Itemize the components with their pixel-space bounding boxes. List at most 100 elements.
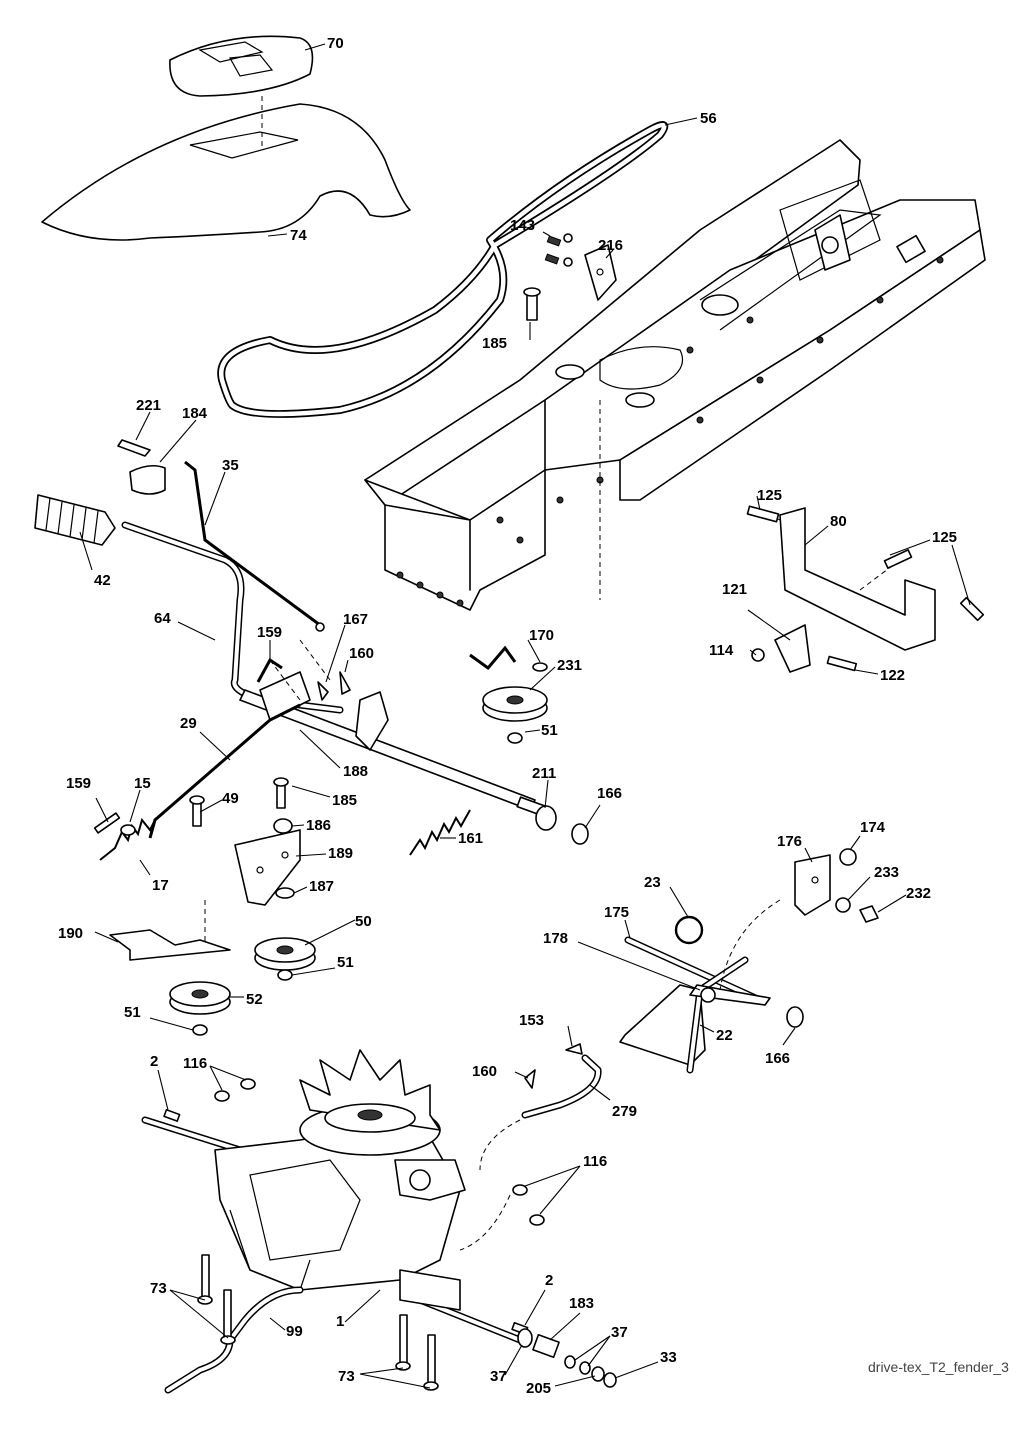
nuts-116-left bbox=[214, 1078, 256, 1102]
nut-51-a bbox=[277, 969, 293, 981]
callout-50: 50 bbox=[355, 913, 372, 930]
callout-170: 170 bbox=[529, 627, 554, 644]
washer-187 bbox=[275, 887, 295, 899]
pulley-50 bbox=[254, 937, 316, 971]
fender bbox=[41, 96, 411, 241]
callout-188: 188 bbox=[343, 763, 368, 780]
callout-35: 35 bbox=[222, 457, 239, 474]
callout-125-right: 125 bbox=[932, 529, 957, 546]
callout-231: 231 bbox=[557, 657, 582, 674]
callout-49: 49 bbox=[222, 790, 239, 807]
callout-189: 189 bbox=[328, 845, 353, 862]
cap-184 bbox=[129, 464, 166, 495]
callout-160-lower: 160 bbox=[472, 1063, 497, 1080]
pedal-grip-42 bbox=[34, 494, 116, 546]
callout-183: 183 bbox=[569, 1295, 594, 1312]
callout-185-mid: 185 bbox=[332, 792, 357, 809]
nut-51-b bbox=[192, 1024, 208, 1036]
callout-184: 184 bbox=[182, 405, 208, 422]
link-rod-35 bbox=[184, 460, 325, 632]
callout-2-left: 2 bbox=[150, 1053, 158, 1070]
callout-233: 233 bbox=[874, 864, 899, 881]
bolt-185-top bbox=[523, 287, 541, 321]
callout-167: 167 bbox=[343, 611, 368, 628]
key-2-left bbox=[163, 1108, 181, 1122]
pedal-arm-22 bbox=[619, 956, 749, 1074]
bracket-80 bbox=[746, 505, 985, 673]
washer-205 bbox=[591, 1366, 605, 1382]
callout-70: 70 bbox=[327, 35, 344, 52]
callout-73-bottom: 73 bbox=[338, 1368, 355, 1385]
callout-51-mid: 51 bbox=[337, 954, 354, 971]
callout-186: 186 bbox=[306, 817, 331, 834]
callout-221: 221 bbox=[136, 397, 161, 414]
callout-56: 56 bbox=[700, 110, 717, 127]
link-29 bbox=[148, 703, 301, 839]
shaft-178 bbox=[689, 984, 771, 1006]
callout-175: 175 bbox=[604, 904, 629, 921]
callout-174: 174 bbox=[860, 819, 886, 836]
bushing-186 bbox=[273, 818, 293, 834]
callout-42: 42 bbox=[94, 572, 111, 589]
nuts-116-right bbox=[512, 1184, 545, 1226]
transaxle bbox=[141, 1116, 524, 1344]
bracket-190 bbox=[109, 900, 231, 961]
screws-143 bbox=[544, 233, 573, 267]
callout-2-right: 2 bbox=[545, 1272, 553, 1289]
pin-159-left bbox=[93, 812, 136, 836]
shaft-175 bbox=[624, 936, 764, 1004]
clip-167-160 bbox=[317, 671, 351, 701]
callout-80: 80 bbox=[830, 513, 847, 530]
spring-161 bbox=[409, 809, 471, 856]
callout-29: 29 bbox=[180, 715, 197, 732]
spacer-183 bbox=[532, 1333, 560, 1359]
cross-shaft bbox=[239, 639, 536, 811]
clip-170 bbox=[469, 645, 548, 672]
callout-211: 211 bbox=[532, 765, 556, 782]
callout-279: 279 bbox=[612, 1103, 637, 1120]
callout-37-left: 37 bbox=[490, 1368, 507, 1385]
bolt-232 bbox=[859, 905, 879, 923]
callout-176: 176 bbox=[777, 833, 802, 850]
callout-15: 15 bbox=[134, 775, 151, 792]
callout-153: 153 bbox=[519, 1012, 544, 1029]
bracket-216 bbox=[584, 244, 617, 301]
pulley-52 bbox=[169, 981, 231, 1015]
callout-216: 216 bbox=[598, 237, 623, 254]
callout-125-left: 125 bbox=[757, 487, 782, 504]
nut-51-c bbox=[507, 732, 523, 744]
bolt-49 bbox=[189, 795, 205, 827]
pulley-231 bbox=[482, 686, 548, 722]
clip-160-lower bbox=[524, 1069, 536, 1089]
drive-belt bbox=[217, 121, 669, 418]
callout-121: 121 bbox=[722, 581, 747, 598]
callout-73-left: 73 bbox=[150, 1280, 167, 1297]
callout-23: 23 bbox=[644, 874, 661, 891]
callout-114: 114 bbox=[709, 642, 734, 659]
callout-143: 143 bbox=[510, 217, 535, 234]
bracket-176 bbox=[794, 854, 831, 916]
callout-166-mid: 166 bbox=[597, 785, 622, 802]
ring-23 bbox=[674, 915, 704, 945]
callout-52: 52 bbox=[246, 991, 263, 1008]
bolts-73-bottom bbox=[395, 1314, 439, 1391]
callout-161: 161 bbox=[458, 830, 483, 847]
fender-console bbox=[169, 35, 314, 97]
callout-64: 64 bbox=[154, 610, 171, 627]
callout-74: 74 bbox=[290, 227, 307, 244]
washer-174 bbox=[839, 848, 857, 866]
callout-51-right: 51 bbox=[541, 722, 558, 739]
callout-17: 17 bbox=[152, 877, 169, 894]
callout-159-top: 159 bbox=[257, 624, 282, 641]
clip-153 bbox=[565, 1043, 583, 1055]
callout-116-left: 116 bbox=[183, 1055, 207, 1072]
fan-pulley bbox=[299, 1049, 441, 1156]
callout-160-top: 160 bbox=[349, 645, 374, 662]
callout-1: 1 bbox=[336, 1313, 344, 1330]
callout-99: 99 bbox=[286, 1323, 303, 1340]
callout-labels: 70 56 74 143 216 185 221 184 35 42 125 8… bbox=[58, 35, 971, 1397]
callout-205: 205 bbox=[526, 1380, 551, 1397]
callout-178: 178 bbox=[543, 930, 568, 947]
chassis-frame bbox=[364, 139, 986, 611]
